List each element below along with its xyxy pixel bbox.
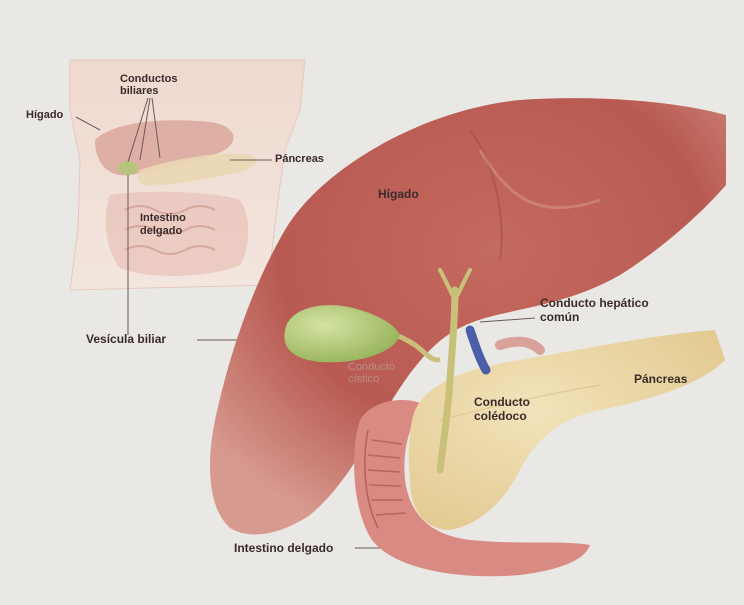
label-conducto-coledoco: Conducto — [474, 396, 530, 409]
label-inset-higado: Hígado — [26, 110, 63, 122]
label-conducto-cistico: Conducto — [348, 362, 395, 374]
label-intestino-delgado: Intestino delgado — [234, 542, 333, 555]
label-conducto-hepatico-comun: común — [540, 311, 579, 324]
label-cistico: cístico — [348, 374, 379, 386]
label-inset-conductos: Conductos — [120, 74, 177, 86]
label-inset-biliares: biliares — [120, 86, 159, 98]
inset-torso — [70, 60, 305, 290]
label-inset-delgado: delgado — [140, 226, 182, 238]
label-conducto-hepatico: Conducto hepático — [540, 297, 649, 310]
label-inset-intestino: Intestino — [140, 213, 186, 225]
label-higado: Hígado — [378, 188, 419, 201]
label-coledoco: colédoco — [474, 410, 527, 423]
label-vesicula-biliar: Vesícula biliar — [86, 333, 166, 346]
label-pancreas: Páncreas — [634, 373, 687, 386]
pancreas — [409, 330, 725, 530]
label-inset-pancreas: Páncreas — [275, 154, 324, 166]
